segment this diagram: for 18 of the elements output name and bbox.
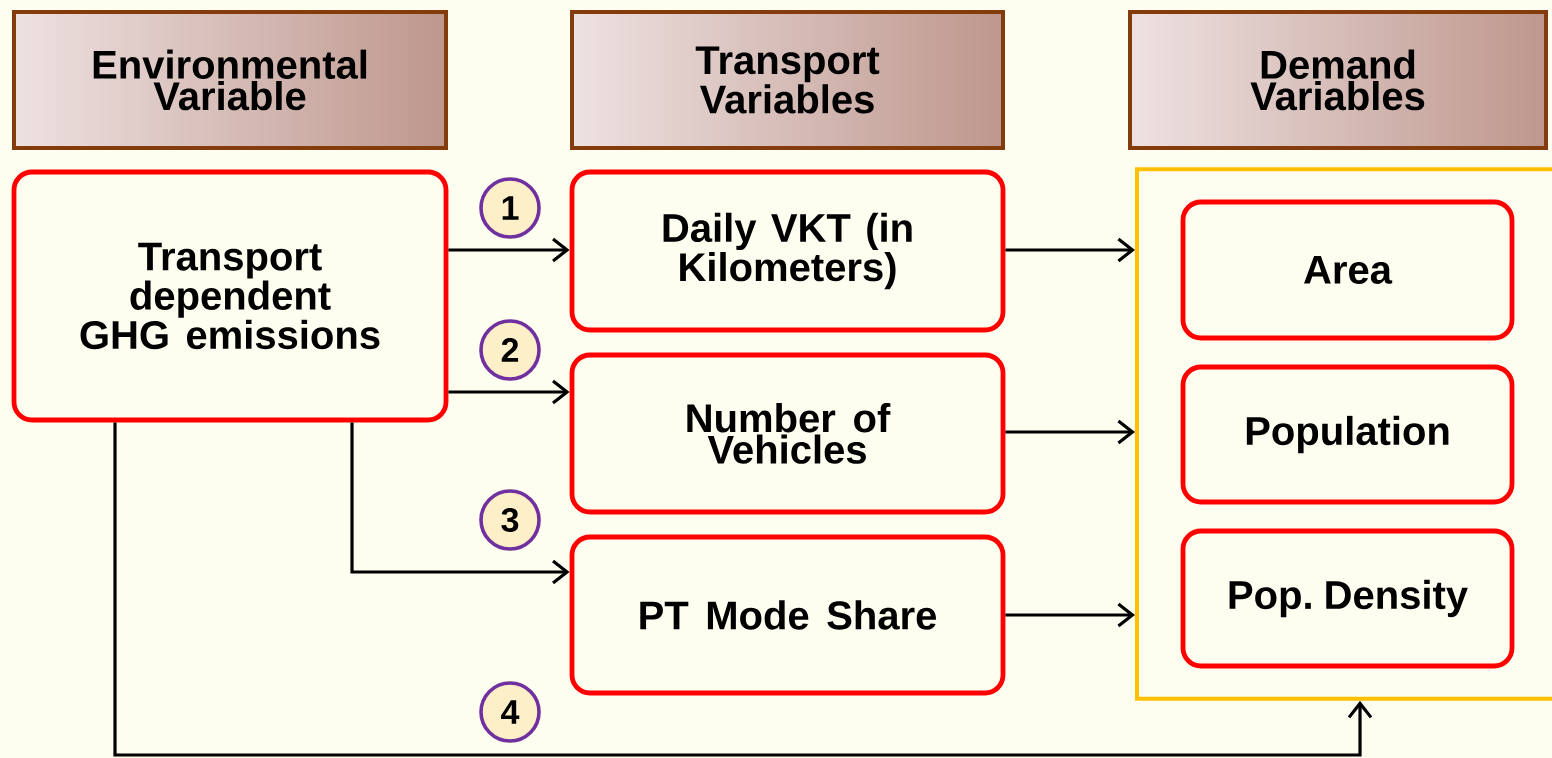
column-header: Transport Variables <box>570 10 1005 150</box>
arrow <box>1005 419 1135 445</box>
variable-box: Pop. Density <box>1180 528 1515 669</box>
arrow <box>448 379 570 405</box>
arrow <box>350 422 570 585</box>
column-header: Environmental Variable <box>12 10 448 150</box>
arrow <box>448 237 570 263</box>
variable-box: Transport dependent GHG emissions <box>11 169 449 423</box>
arrow <box>1005 237 1135 263</box>
variable-box: Number of Vehicles <box>569 352 1006 515</box>
variable-box: Population <box>1180 364 1515 505</box>
group-frame <box>1135 167 1552 701</box>
variable-box: PT Mode Share <box>569 534 1006 696</box>
arrow <box>1005 602 1135 628</box>
variable-box: Daily VKT (in Kilometers) <box>569 169 1006 333</box>
column-header: Demand Variables <box>1128 10 1548 150</box>
arrow <box>113 422 1373 757</box>
variable-box: Area <box>1180 199 1515 341</box>
